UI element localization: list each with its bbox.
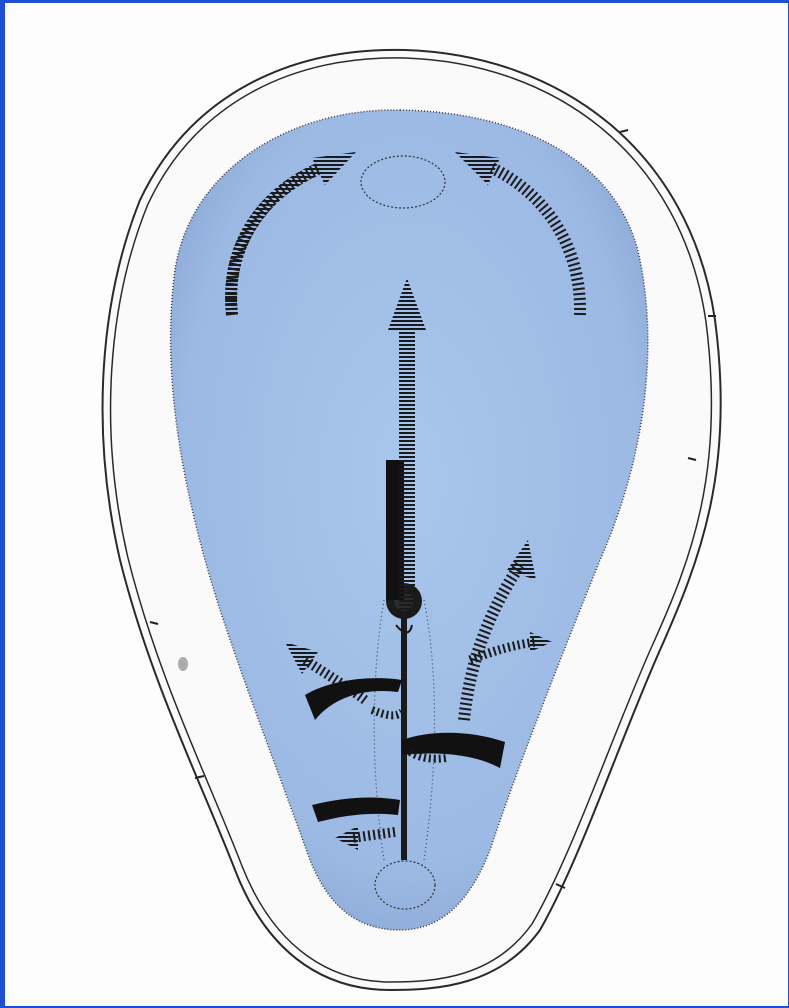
speck (178, 657, 188, 671)
